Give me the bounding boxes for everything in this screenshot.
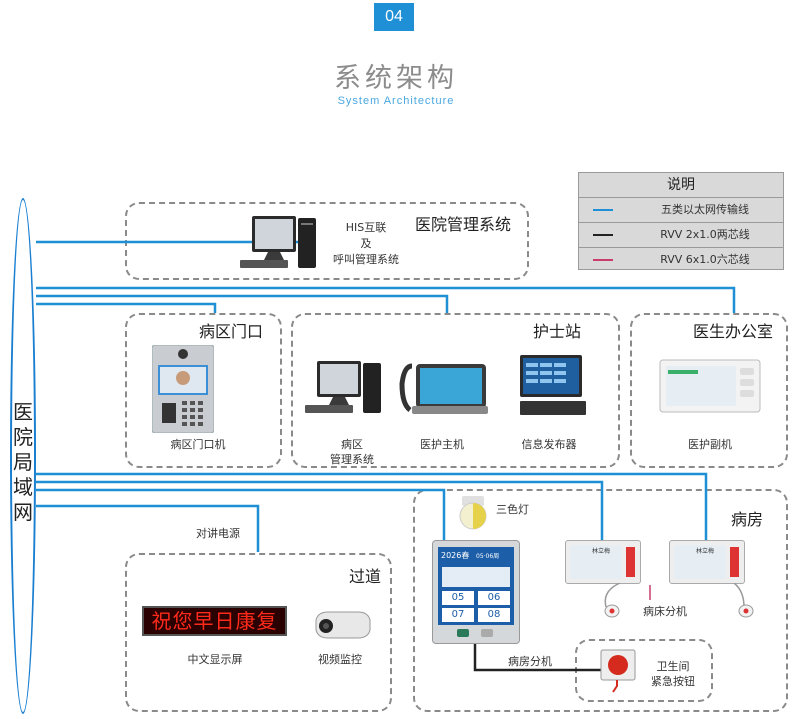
emergency-button-icon xyxy=(600,649,636,693)
tricolor-lamp-label: 三色灯 xyxy=(496,503,529,516)
bed-unit-screen: 林立梅 xyxy=(570,545,622,579)
door-unit-icon xyxy=(152,345,214,433)
his-pc-icon xyxy=(240,216,316,268)
call-handle-icon xyxy=(604,583,621,618)
legend-label: RVV 2x1.0两芯线 xyxy=(660,228,750,241)
room-unit-button xyxy=(457,629,469,637)
room-unit-device: 2026春 05·06周 05 06 07 08 xyxy=(432,540,520,644)
room-unit-number: 08 xyxy=(478,608,510,622)
info-display-label: 信息发布器 xyxy=(521,438,577,451)
nurse-station-group-box xyxy=(291,313,620,468)
legend-title: 说明 xyxy=(579,173,783,198)
his-label-1: HIS互联 xyxy=(345,221,387,234)
ward-pc-icon xyxy=(305,361,381,413)
legend-label: RVV 6x1.0六芯线 xyxy=(660,253,750,266)
doctor-office-group-box xyxy=(630,313,788,468)
bed-unit-buttons xyxy=(730,547,739,577)
room-unit-date: 05·06周 xyxy=(476,553,500,560)
nurse-host-icon xyxy=(399,363,488,414)
bed-unit-panel-label: 林立梅 xyxy=(592,548,611,555)
his-label-3: 呼叫管理系统 xyxy=(333,253,399,266)
room-unit-button xyxy=(481,629,493,637)
ward-pc-label: 病区 管理系统 xyxy=(320,437,384,467)
nurse-station-title: 护士站 xyxy=(530,318,585,342)
ward-pc-label-text: 病区 管理系统 xyxy=(330,438,374,466)
ward-gate-group-box xyxy=(125,313,282,468)
page-subtitle: System Architecture xyxy=(337,95,455,107)
corridor-group-box xyxy=(125,553,392,712)
legend-label: 五类以太网传输线 xyxy=(661,203,749,216)
door-unit-label: 病区门口机 xyxy=(170,438,226,451)
legend-row-rvv2: RVV 2x1.0两芯线 xyxy=(579,223,783,248)
intercom-power-label: 对讲电源 xyxy=(196,527,240,540)
bed-unit-screen: 林立梅 xyxy=(674,545,726,579)
tricolor-lamp-icon xyxy=(459,496,487,530)
camera-icon xyxy=(315,611,371,639)
rvv2-line-swatch xyxy=(593,234,613,236)
legend-row-rvv6: RVV 6x1.0六芯线 xyxy=(579,248,783,272)
ethernet-line-swatch xyxy=(593,209,613,211)
room-unit-number: 06 xyxy=(478,591,510,605)
his-title: 医院管理系统 xyxy=(412,211,515,235)
led-display-screen: 祝您早日康复 xyxy=(142,606,287,636)
led-display-label: 中文显示屏 xyxy=(187,653,243,666)
his-label-2: 及 xyxy=(360,237,372,250)
room-unit-label: 病房分机 xyxy=(508,655,552,668)
room-unit-patients xyxy=(442,567,510,587)
bed-unit-panel-label: 林立梅 xyxy=(696,548,715,555)
room-unit-screen: 2026春 05·06周 05 06 07 08 xyxy=(438,547,514,625)
room-unit-number: 07 xyxy=(442,608,474,622)
doctor-sub-unit-icon xyxy=(659,359,761,413)
emergency-button-label-text: 卫生间 紧急按钮 xyxy=(651,660,695,688)
legend: 说明 五类以太网传输线 RVV 2x1.0两芯线 RVV 6x1.0六芯线 xyxy=(578,172,784,270)
page-title: 系统架构 xyxy=(334,63,458,94)
section-number-badge: 04 xyxy=(374,3,414,31)
call-handle-icon xyxy=(733,583,754,618)
room-unit-time: 2026春 xyxy=(441,551,470,560)
corridor-title: 过道 xyxy=(346,563,385,587)
ward-room-group-box xyxy=(413,489,788,712)
ward-room-title: 病房 xyxy=(728,506,767,530)
ward-gate-title: 病区门口 xyxy=(196,318,267,342)
room-unit-number: 05 xyxy=(442,591,474,605)
bed-unit-device-1: 林立梅 xyxy=(565,540,641,584)
doctor-office-title: 医生办公室 xyxy=(690,318,777,342)
nurse-host-label: 医护主机 xyxy=(420,438,464,451)
emergency-button-label: 卫生间 紧急按钮 xyxy=(640,659,706,689)
lan-ellipse xyxy=(10,198,36,714)
bed-unit-device-2: 林立梅 xyxy=(669,540,745,584)
info-display-icon xyxy=(520,355,586,415)
bed-unit-buttons xyxy=(626,547,635,577)
camera-label: 视频监控 xyxy=(318,653,362,666)
lan-label: 医院局域网 xyxy=(13,400,33,524)
rvv6-line-swatch xyxy=(593,259,613,261)
legend-row-ethernet: 五类以太网传输线 xyxy=(579,198,783,223)
doctor-sub-unit-label: 医护副机 xyxy=(688,438,732,451)
bed-unit-label: 病床分机 xyxy=(643,605,687,618)
